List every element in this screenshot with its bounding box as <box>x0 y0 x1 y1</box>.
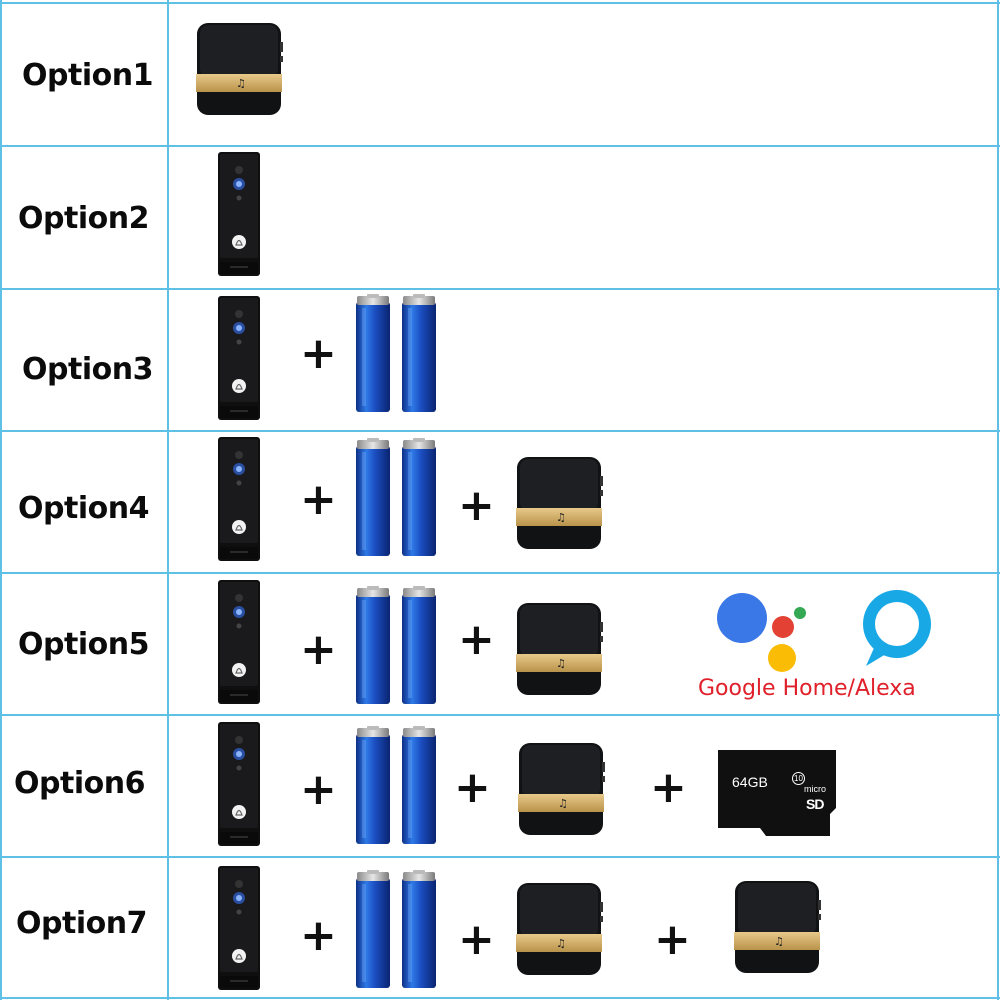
row-divider <box>0 997 1000 999</box>
batteries-image <box>356 586 436 704</box>
row-divider <box>0 2 1000 4</box>
plus-sign: + <box>300 474 337 525</box>
option-label: Option4 <box>18 491 149 526</box>
row-divider <box>0 714 1000 716</box>
plus-sign: + <box>300 328 337 379</box>
batteries-image <box>356 294 436 412</box>
chime-receiver-image <box>196 23 283 115</box>
plus-sign: + <box>300 764 337 815</box>
plus-sign: + <box>458 914 495 965</box>
video-doorbell-image <box>218 722 261 847</box>
table-border-left <box>0 0 2 1000</box>
column-divider <box>167 0 169 1000</box>
option-label: Option1 <box>22 58 153 93</box>
microsd-card-image: 64GB 10 micro SD <box>718 750 838 836</box>
sd-logo-icon: SD <box>806 796 824 812</box>
option-label: Option3 <box>22 352 153 387</box>
batteries-image <box>356 726 436 844</box>
chime-receiver-image <box>518 743 605 835</box>
sd-class-mark: 10 <box>792 772 805 785</box>
video-doorbell-image <box>218 437 261 562</box>
row-divider <box>0 856 1000 858</box>
row-divider <box>0 288 1000 290</box>
plus-sign: + <box>654 914 691 965</box>
chime-receiver-image <box>516 603 603 695</box>
option-label: Option2 <box>18 201 149 236</box>
plus-sign: + <box>300 624 337 675</box>
video-doorbell-image <box>218 866 261 991</box>
assistant-caption: Google Home/Alexa <box>698 676 916 701</box>
table-border-right <box>997 0 999 1000</box>
chime-receiver-image <box>516 457 603 549</box>
row-divider <box>0 145 1000 147</box>
batteries-image <box>356 870 436 988</box>
row-divider <box>0 572 1000 574</box>
video-doorbell-image <box>218 152 261 277</box>
batteries-image <box>356 438 436 556</box>
plus-sign: + <box>454 762 491 813</box>
plus-sign: + <box>458 614 495 665</box>
video-doorbell-image <box>218 580 261 705</box>
plus-sign: + <box>650 762 687 813</box>
chime-receiver-image <box>734 881 821 973</box>
option-label: Option5 <box>18 627 149 662</box>
alexa-icon <box>863 590 931 666</box>
plus-sign: + <box>458 480 495 531</box>
sd-capacity: 64GB <box>732 774 768 790</box>
plus-sign: + <box>300 910 337 961</box>
video-doorbell-image <box>218 296 261 421</box>
row-divider <box>0 430 1000 432</box>
sd-brand-small: micro <box>804 784 826 794</box>
option-label: Option6 <box>14 766 145 801</box>
option-label: Option7 <box>16 906 147 941</box>
chime-receiver-image <box>516 883 603 975</box>
google-assistant-icon <box>717 593 806 672</box>
microsd-card-shape <box>718 750 836 836</box>
